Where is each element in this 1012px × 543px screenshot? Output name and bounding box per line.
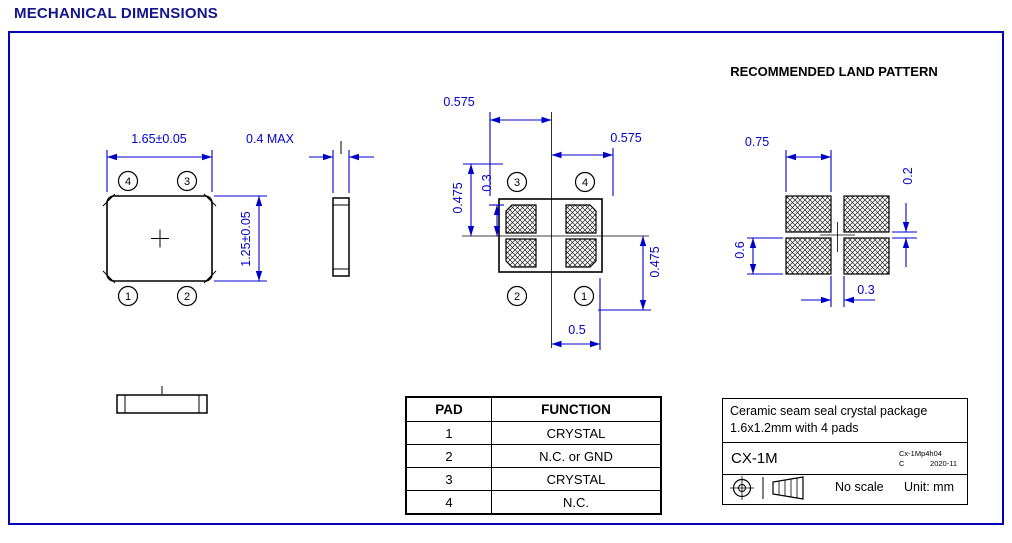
table-row: 3 CRYSTAL: [407, 467, 660, 490]
pad-function-table: PAD FUNCTION 1 CRYSTAL 2 N.C. or GND 3 C…: [405, 396, 662, 515]
document-info: Cx-1Mp4h04 C 2020-11: [899, 449, 967, 468]
title-block-description: Ceramic seam seal crystal package 1.6x1.…: [723, 399, 967, 443]
pad-cell: 1: [407, 422, 492, 444]
pad-cell: 2: [407, 445, 492, 467]
part-number: CX-1M: [731, 450, 778, 467]
land-pattern-heading: RECOMMENDED LAND PATTERN: [730, 64, 938, 79]
description-line-1: Ceramic seam seal crystal package: [730, 404, 928, 418]
scale-note: No scale: [835, 480, 884, 494]
pad-cell: 3: [407, 468, 492, 490]
table-header-pad: PAD: [407, 398, 492, 421]
document-number: Cx-1Mp4h04: [899, 449, 942, 458]
third-angle-projection-icon: [730, 476, 804, 500]
release-date: 2020-11: [930, 458, 957, 468]
function-cell: CRYSTAL: [546, 425, 606, 441]
function-cell: CRYSTAL: [546, 471, 606, 487]
table-header-function: FUNCTION: [541, 402, 611, 417]
cone-symbol: [772, 476, 804, 500]
title-block-part-row: CX-1M Cx-1Mp4h04 C 2020-11: [723, 443, 967, 475]
unit-note: Unit: mm: [904, 480, 954, 494]
description-line-2: 1.6x1.2mm with 4 pads: [730, 421, 859, 435]
table-row: 2 N.C. or GND: [407, 444, 660, 467]
table-row: 4 N.C.: [407, 490, 660, 513]
function-cell: N.C. or GND: [539, 448, 613, 464]
table-header-row: PAD FUNCTION: [407, 398, 660, 421]
revision: C: [899, 458, 905, 468]
function-cell: N.C.: [563, 494, 589, 510]
title-block-footer-row: No scale Unit: mm: [723, 475, 967, 501]
title-block: Ceramic seam seal crystal package 1.6x1.…: [722, 398, 968, 505]
table-row: 1 CRYSTAL: [407, 421, 660, 444]
page-title: MECHANICAL DIMENSIONS: [14, 5, 218, 22]
pad-cell: 4: [407, 491, 492, 513]
